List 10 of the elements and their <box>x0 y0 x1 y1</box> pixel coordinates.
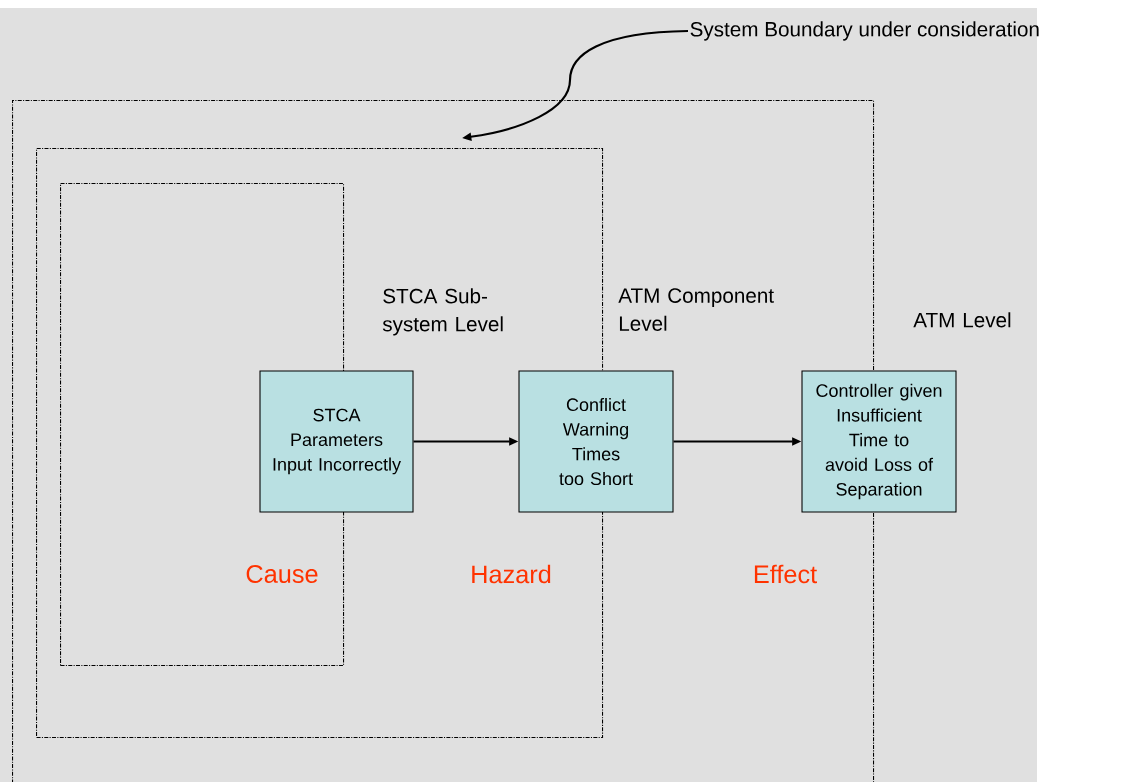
node-label: ATM Component Level <box>618 288 774 331</box>
process-box: Controller given Insufficient Time to avoid Loss of Separation <box>801 370 957 513</box>
process-box: STCA Parameters Input Incorrectly <box>259 370 414 513</box>
process-box: Conflict Warning Times too Short <box>518 370 674 513</box>
annotation-text: System Boundary under consideration <box>690 21 1039 41</box>
stage-label: Hazard <box>472 564 551 584</box>
node-label: ATM Level <box>913 312 1011 328</box>
node-label: STCA Sub-system Level <box>382 288 503 336</box>
stage-label: Effect <box>754 564 817 584</box>
stage-label: Cause <box>246 565 318 583</box>
